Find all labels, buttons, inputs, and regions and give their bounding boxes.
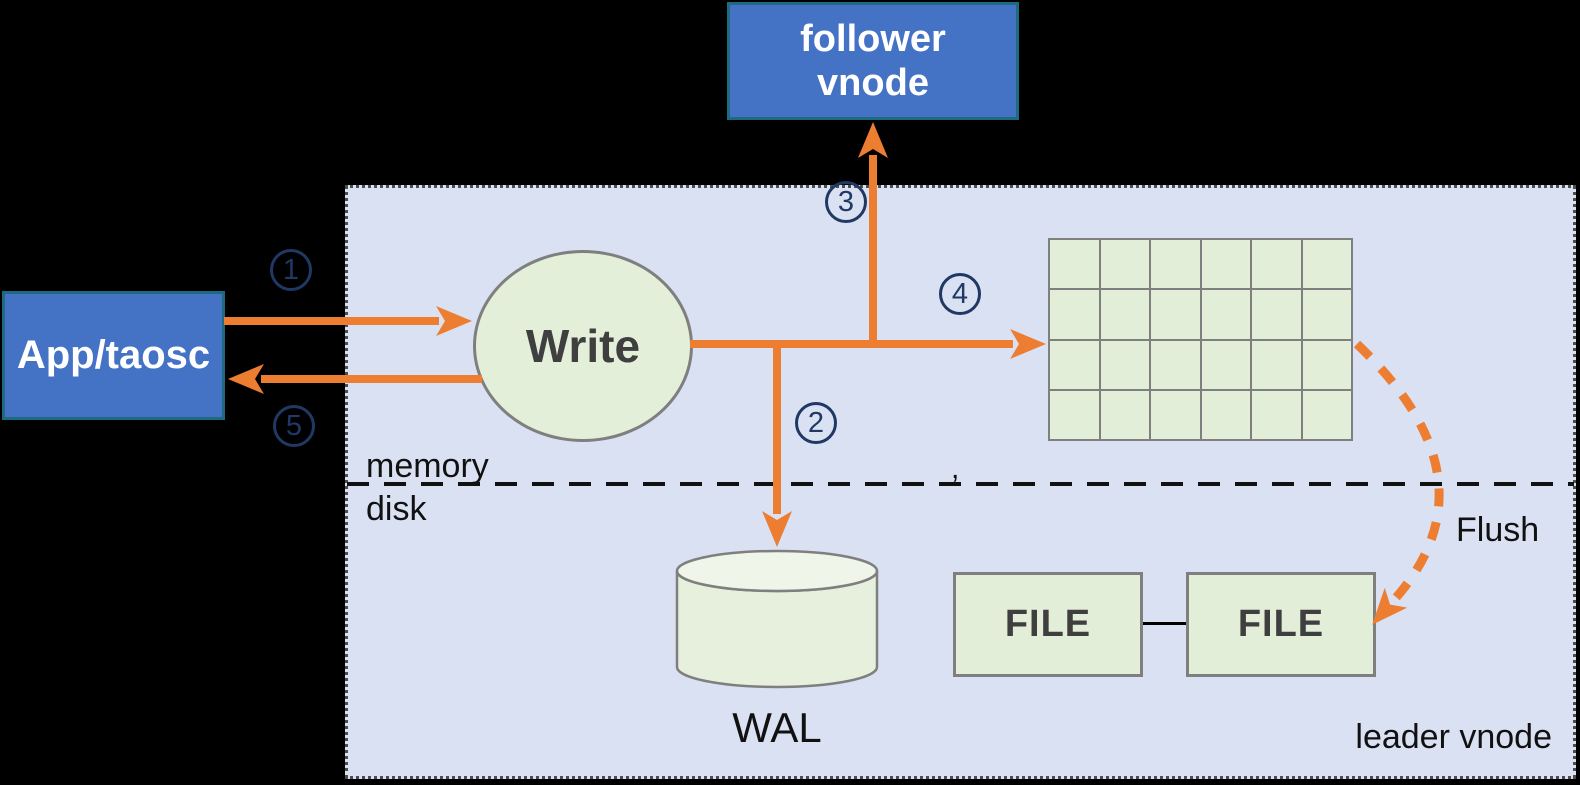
divider-comma-artifact: , (951, 452, 960, 485)
write-label: Write (525, 320, 641, 372)
mem-table-cell (1301, 239, 1352, 290)
mem-table-cell (1099, 339, 1150, 390)
mem-table-cell (1049, 339, 1100, 390)
mem-table-cell (1200, 239, 1251, 290)
mem-table-cell (1251, 289, 1302, 340)
flush-label: Flush (1456, 511, 1540, 549)
mem-table-cell (1301, 339, 1352, 390)
file-connector-line (1143, 622, 1186, 625)
step-3-number: 3 (837, 185, 855, 218)
disk-label: disk (366, 490, 427, 528)
mem-table-cell (1049, 239, 1100, 290)
mem-table (1048, 238, 1353, 441)
file-left-label: FILE (1004, 603, 1092, 645)
step-2-number: 2 (807, 406, 825, 439)
step-badge-5: 5 (273, 405, 315, 447)
mem-table-cell (1200, 289, 1251, 340)
step-badge-4: 4 (939, 273, 981, 315)
mem-table-cell (1049, 389, 1100, 440)
mem-table-cell (1150, 289, 1201, 340)
mem-table-cell (1150, 389, 1201, 440)
mem-table-cell (1099, 289, 1150, 340)
step-4-number: 4 (951, 277, 969, 310)
app-taosc-node: App/taosc (2, 291, 225, 420)
mem-table-cell (1251, 339, 1302, 390)
follower-vnode-label-line2: vnode (817, 62, 929, 104)
step-5-number: 5 (285, 409, 303, 442)
mem-table-cell (1200, 339, 1251, 390)
wal-label: WAL (732, 704, 822, 751)
file-right-label: FILE (1237, 603, 1325, 645)
write-node: Write (473, 250, 693, 442)
mem-table-cell (1200, 389, 1251, 440)
mem-table-cell (1099, 389, 1150, 440)
step-badge-1: 1 (270, 249, 312, 291)
mem-table-cell (1251, 389, 1302, 440)
mem-table-cell (1301, 289, 1352, 340)
app-taosc-label: App/taosc (16, 333, 211, 377)
mem-table-cell (1099, 239, 1150, 290)
mem-table-cell (1251, 239, 1302, 290)
file-node-left: FILE (953, 572, 1143, 677)
mem-table-cell (1150, 239, 1201, 290)
mem-table-cell (1301, 389, 1352, 440)
follower-vnode-label-line1: follower (800, 17, 946, 60)
leader-vnode-label: leader vnode (1355, 718, 1552, 756)
step-badge-3: 3 (825, 181, 867, 223)
step-1-number: 1 (282, 253, 300, 286)
mem-table-cell (1049, 289, 1100, 340)
memory-label: memory (366, 447, 489, 485)
follower-vnode-node: follower vnode (727, 2, 1019, 120)
file-node-right: FILE (1186, 572, 1376, 677)
mem-table-cell (1150, 339, 1201, 390)
step-badge-2: 2 (795, 402, 837, 444)
